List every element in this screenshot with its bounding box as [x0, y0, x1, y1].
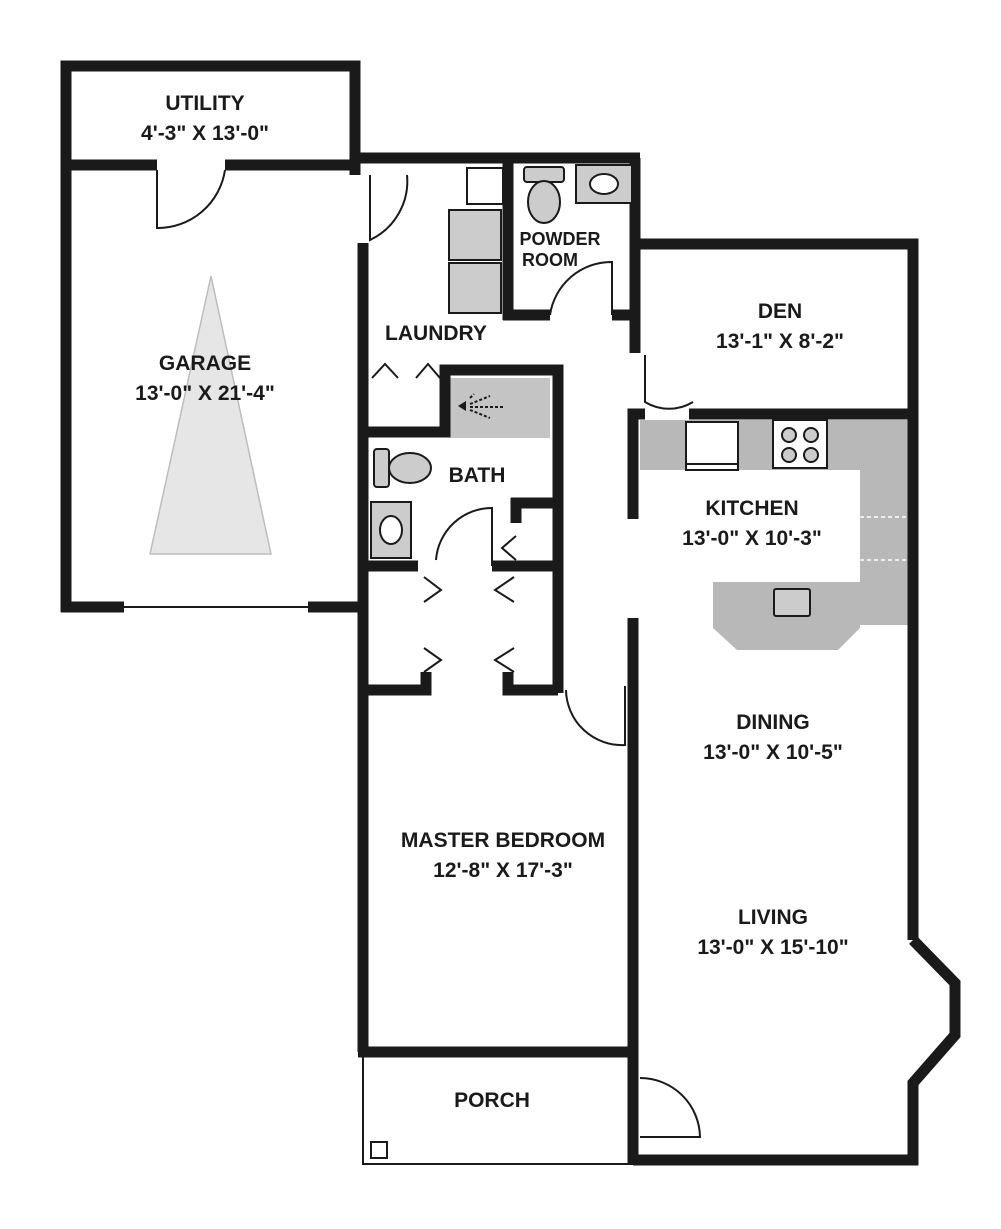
toilet-icon — [373, 448, 432, 488]
garage-name: GARAGE — [159, 352, 251, 375]
laundry-name: LAUNDRY — [385, 322, 487, 345]
living-name: LIVING — [738, 906, 808, 929]
porch-post — [370, 1141, 388, 1159]
porch-outline — [362, 1051, 634, 1165]
dining-size: 13'-0" X 10'-5" — [703, 741, 843, 764]
dryer-icon — [448, 262, 502, 314]
doors — [156, 169, 702, 1138]
powder-name-2: ROOM — [522, 250, 578, 270]
counter-dashes — [860, 516, 908, 561]
garage-cone — [149, 275, 272, 555]
sink-icon — [370, 501, 412, 559]
master-size: 12'-8" X 17'-3" — [433, 859, 573, 882]
washer-icon — [448, 209, 502, 261]
dining-name: DINING — [736, 711, 810, 734]
water-heater-icon — [466, 167, 504, 205]
bath-name: BATH — [449, 464, 506, 487]
den-size: 13'-1" X 8'-2" — [716, 330, 844, 353]
kitchen-sink-icon — [773, 588, 811, 617]
den-name: DEN — [758, 300, 802, 323]
shower — [450, 378, 550, 438]
shower-icon — [458, 393, 505, 419]
porch-name: PORCH — [454, 1089, 530, 1112]
range-icon — [772, 419, 828, 469]
living-size: 13'-0" X 15'-10" — [697, 936, 848, 959]
sink-icon — [575, 164, 633, 204]
fridge-icon — [685, 421, 739, 471]
garage-size: 13'-0" X 21'-4" — [135, 382, 275, 405]
master-name: MASTER BEDROOM — [401, 829, 605, 852]
utility-size: 4'-3" X 13'-0" — [141, 122, 269, 145]
kitchen-size: 13'-0" X 10'-3" — [682, 527, 822, 550]
toilet-icon — [523, 166, 565, 224]
kitchen-name: KITCHEN — [705, 497, 798, 520]
utility-name: UTILITY — [165, 92, 244, 115]
powder-name-1: POWDER — [520, 229, 601, 249]
